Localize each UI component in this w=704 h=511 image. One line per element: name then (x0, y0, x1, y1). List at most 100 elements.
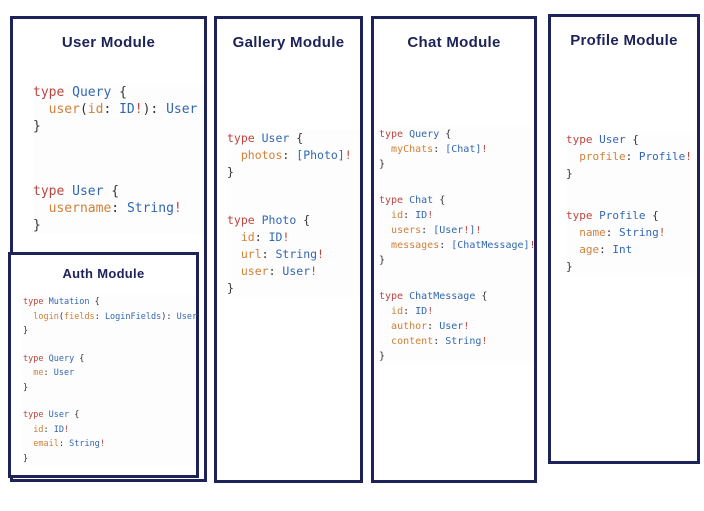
code-token: } (566, 260, 573, 273)
code-block: type Profile { name: String! age: Int} (566, 207, 697, 275)
code-token (33, 201, 49, 216)
code-token: ID (268, 230, 283, 244)
code-token: content (391, 336, 434, 347)
code-line: name: String! (566, 224, 697, 241)
code-line: } (379, 349, 534, 364)
code-line: profile: Profile! (566, 148, 697, 165)
panel-gallery-module: Gallery Module type User { photos: [Phot… (214, 16, 363, 483)
code-token: ! (481, 336, 488, 347)
code-token: login (33, 311, 59, 322)
code-token: User (72, 184, 104, 199)
code-token: } (227, 165, 234, 179)
code-token (566, 150, 579, 163)
code-token (23, 425, 33, 435)
code-token: String (275, 247, 318, 261)
code-token: Photo (261, 213, 297, 227)
code-token: ! (282, 230, 290, 244)
code-token (379, 336, 391, 347)
code-line: type Query { (379, 127, 534, 142)
code-token (379, 225, 391, 236)
code-token: : (103, 102, 120, 117)
code-token: me (33, 368, 44, 378)
code-block: type Photo { id: ID! url: String! user: … (227, 212, 360, 297)
code-token: } (379, 255, 386, 266)
code-token: : (43, 368, 54, 378)
code-line: url: String! (227, 246, 360, 263)
code-line: } (23, 381, 196, 396)
code-token: ! (658, 226, 666, 239)
code-token: { (296, 213, 311, 227)
code-token: : (403, 210, 416, 221)
code-token: ! (310, 264, 318, 278)
code-token: type (566, 133, 600, 146)
code-token: { (69, 410, 80, 420)
code-line: } (566, 258, 697, 275)
code-token: : (254, 230, 269, 244)
code-token: { (89, 297, 100, 307)
code-token: ! (529, 240, 536, 251)
code-token (23, 368, 33, 378)
code-token: User (599, 133, 626, 146)
code-token: Query (48, 353, 75, 364)
code-token: type (566, 209, 600, 222)
code-token: type (33, 85, 73, 100)
code-line: type User { (566, 131, 697, 148)
code-token: name (579, 226, 606, 239)
code-token: { (439, 129, 452, 140)
code-token: ! (64, 424, 70, 435)
code-token: Chat (409, 195, 434, 206)
code-token: [ChatMessage] (451, 240, 530, 251)
user-module-title: User Module (61, 34, 156, 51)
code-token (23, 312, 33, 322)
code-token: Profile (599, 209, 646, 222)
code-block: type Mutation { login(fields: LoginField… (23, 295, 197, 339)
code-token: ID (53, 424, 64, 435)
code-token: { (475, 291, 488, 302)
code-token (379, 306, 391, 317)
code-token: fields (63, 311, 95, 322)
code-token: ! (134, 102, 143, 117)
code-token: : (433, 144, 446, 155)
code-token: ! (481, 144, 488, 155)
profile-module-code: type User { profile: Profile!}type Profi… (566, 131, 697, 275)
code-line: } (33, 118, 204, 135)
panel-profile-module: Profile Module type User { profile: Prof… (548, 14, 700, 464)
code-token: { (625, 133, 639, 146)
code-line: type Photo { (227, 212, 360, 229)
code-token: : (282, 148, 297, 162)
code-token: ! (685, 150, 692, 163)
code-token: id (391, 306, 404, 317)
code-token (379, 144, 391, 155)
code-token: author (391, 321, 428, 332)
chat-module-code: type Query { myChats: [Chat]!}type Chat … (379, 127, 536, 364)
code-token: users (391, 225, 422, 236)
code-line: email: String! (23, 437, 196, 452)
code-line: type Query { (23, 352, 196, 367)
code-token: Query (72, 85, 112, 100)
code-token: email (33, 439, 59, 449)
code-token: photos (240, 148, 283, 162)
code-token (379, 321, 391, 332)
code-token: String (445, 336, 482, 347)
code-token (227, 264, 241, 278)
code-token: : (605, 226, 619, 239)
code-token: ! (475, 225, 482, 236)
code-line: type Query { (33, 84, 204, 101)
code-token: ID (415, 210, 428, 221)
code-token: id (87, 102, 104, 117)
code-token: } (227, 281, 234, 295)
code-block: type User { id: ID! email: String!} (23, 408, 196, 466)
code-token (227, 247, 241, 261)
code-token: type (23, 410, 49, 420)
code-line: } (23, 324, 196, 339)
code-token (33, 102, 49, 117)
code-token (23, 439, 33, 449)
code-token: url (240, 247, 262, 261)
gallery-module-title: Gallery Module (232, 34, 345, 51)
code-token: type (379, 291, 410, 302)
code-token: id (33, 424, 44, 435)
code-token: messages (391, 240, 440, 251)
code-token: Profile (638, 150, 686, 163)
code-token: ! (317, 247, 324, 261)
code-line: } (566, 165, 697, 182)
